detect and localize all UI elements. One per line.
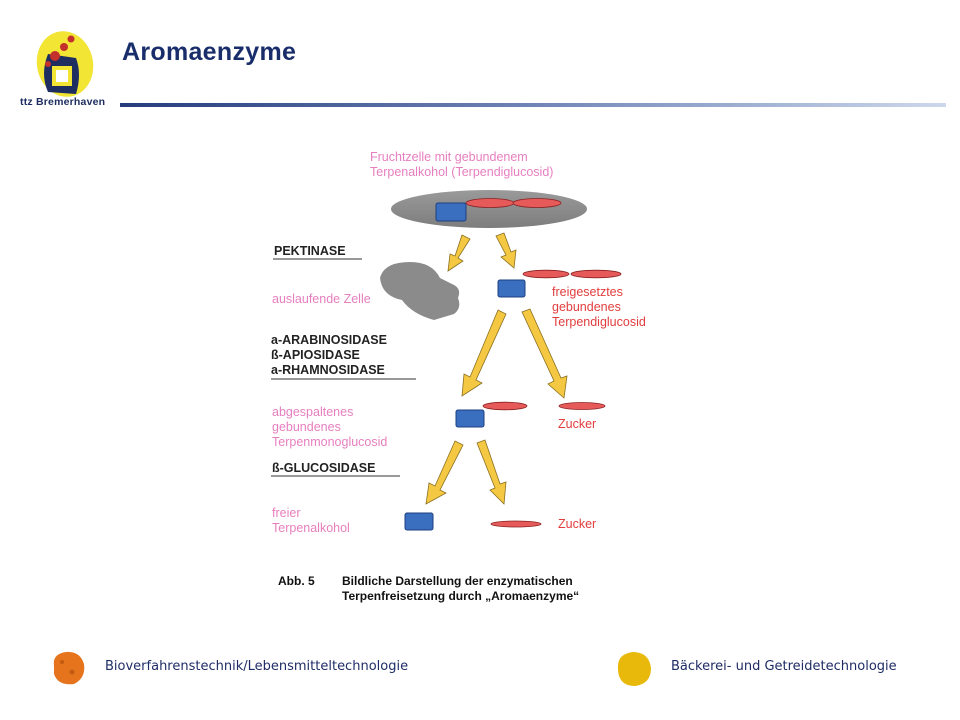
enzyme-pektinase: PEKTINASE <box>274 244 346 258</box>
enzyme-group: a-ARABINOSIDASE ß-APIOSIDASE a-RHAMNOSID… <box>271 333 387 378</box>
enzyme-rhamnosidase: a-RHAMNOSIDASE <box>271 363 385 377</box>
free-terpene-label-1: freier <box>272 506 301 520</box>
page-title: Aromaenzyme <box>122 38 297 66</box>
title-rule <box>120 103 946 107</box>
free-terpene-block <box>404 512 434 531</box>
leaking-cell <box>380 262 460 320</box>
caption-line-2: Terpenfreisetzung durch „Aromaenzyme“ <box>342 589 580 603</box>
sugar-label-2: Zucker <box>558 517 597 531</box>
released-terpene-block <box>497 279 526 298</box>
released-label-2: gebundenes <box>552 300 621 314</box>
monoglucoside-block <box>455 409 485 428</box>
logo-text: ttz Bremerhaven <box>20 96 106 108</box>
fruit-cell <box>391 190 587 228</box>
sugar <box>490 520 542 528</box>
cleaved-label-3: Terpenmonoglucosid <box>272 435 388 449</box>
enzyme-glucosidase: ß-GLUCOSIDASE <box>272 461 376 475</box>
sugar-pair <box>465 198 515 208</box>
sugar-pair <box>570 269 622 279</box>
footer-left: Bioverfahrenstechnik/Lebensmitteltechnol… <box>105 659 409 674</box>
enzyme-arabinosidase: a-ARABINOSIDASE <box>271 333 387 347</box>
arrow <box>461 308 568 399</box>
arrow <box>447 232 517 272</box>
cleaved-label-2: gebundenes <box>272 420 341 434</box>
released-label-3: Terpendiglucosid <box>552 315 646 329</box>
caption-line-1: Bildliche Darstellung der enzymatischen <box>342 574 573 588</box>
ttz-logo <box>18 24 118 114</box>
enzyme-apiosidase: ß-APIOSIDASE <box>271 348 360 362</box>
fruit-cell-label-2: Terpenalkohol (Terpendiglucosid) <box>370 165 554 179</box>
footer-right: Bäckerei- und Getreidetechnologie <box>671 659 897 674</box>
sugar <box>482 401 528 411</box>
sugar <box>558 402 606 410</box>
sugar-pair <box>512 198 562 208</box>
aroma-enzyme-diagram: Fruchtzelle mit gebundenem Terpenalkohol… <box>262 128 672 618</box>
cleaved-label-1: abgespaltenes <box>272 405 354 419</box>
sugar-label-1: Zucker <box>558 417 597 431</box>
released-label-1: freigesetztes <box>552 285 623 299</box>
yellow-blob-icon <box>613 648 655 694</box>
bound-terpene-block <box>435 202 467 222</box>
sugar-pair <box>522 269 570 279</box>
fruit-cell-label-1: Fruchtzelle mit gebundenem <box>370 150 528 164</box>
arrow <box>425 439 507 505</box>
caption-number: Abb. 5 <box>278 574 315 588</box>
free-terpene-label-2: Terpenalkohol <box>272 521 350 535</box>
orange-blob-icon <box>48 648 88 692</box>
leaking-cell-label: auslaufende Zelle <box>272 292 371 306</box>
